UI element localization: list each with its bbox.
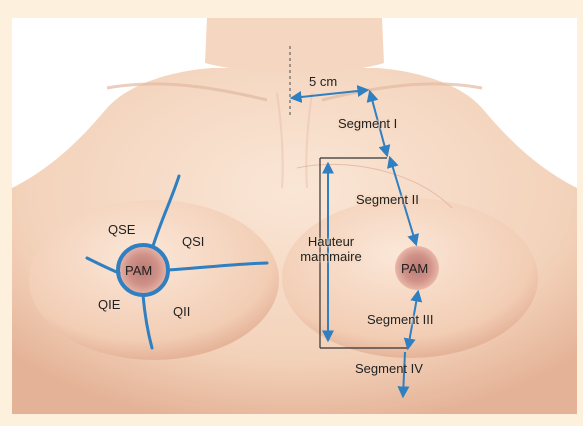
illustration-panel: 5 cm Segment I Segment II Hauteur mammai…	[12, 18, 577, 414]
segment3-label: Segment III	[367, 312, 433, 327]
neck	[205, 18, 384, 73]
qii-label: QII	[173, 304, 190, 319]
segment1-label: Segment I	[338, 116, 397, 131]
pam-right-label: PAM	[401, 261, 428, 276]
height-label-line2: mammaire	[296, 249, 366, 264]
height-label-line1: Hauteur	[296, 234, 366, 249]
segment2-label: Segment II	[356, 192, 419, 207]
torso-illustration	[12, 18, 577, 414]
qie-label: QIE	[98, 297, 120, 312]
pam-left-label: PAM	[125, 263, 152, 278]
qse-label: QSE	[108, 222, 135, 237]
segment4-label: Segment IV	[355, 361, 423, 376]
qsi-label: QSI	[182, 234, 204, 249]
distance-label: 5 cm	[309, 74, 337, 89]
height-label: Hauteur mammaire	[296, 234, 366, 264]
